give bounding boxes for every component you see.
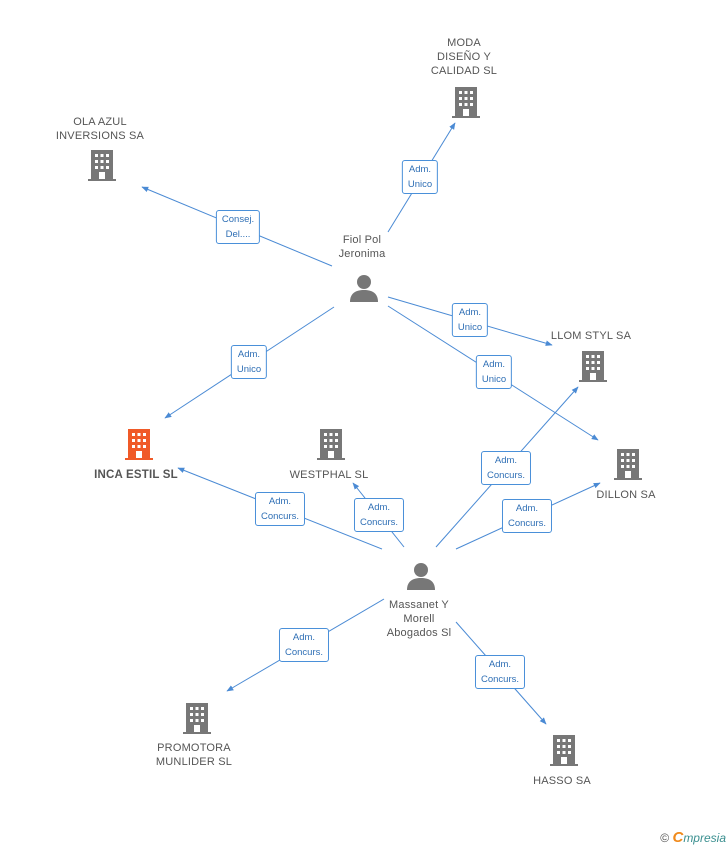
edge-label-massanet-to-westphal[interactable]: Adm. Concurs.	[353, 498, 405, 532]
brand-logo-initial: C	[672, 829, 684, 846]
node-label-dillon[interactable]: DILLON SA	[596, 489, 656, 501]
node-label-moda[interactable]: MODA DISEÑO Y CALIDAD SL	[430, 37, 498, 77]
building-icon[interactable]	[87, 148, 117, 187]
building-icon[interactable]	[613, 447, 643, 486]
building-icon[interactable]	[124, 427, 154, 466]
building-icon[interactable]	[549, 733, 579, 772]
edge-label-fiol-to-dillon[interactable]: Adm. Unico	[475, 355, 513, 389]
node-label-promotora[interactable]: PROMOTORA MUNLIDER SL	[155, 742, 233, 768]
edge-label-fiol-to-inca[interactable]: Adm. Unico	[230, 345, 268, 379]
footer-brand: © Cmpresia	[660, 829, 726, 846]
person-icon[interactable]	[349, 274, 379, 307]
edge-label-massanet-to-promotora[interactable]: Adm. Concurs.	[278, 628, 330, 662]
edge-label-massanet-to-dillon[interactable]: Adm. Concurs.	[501, 499, 553, 533]
copyright-symbol: ©	[660, 831, 670, 845]
node-label-massanet[interactable]: Massanet Y Morell Abogados Sl	[386, 599, 452, 639]
building-icon[interactable]	[182, 701, 212, 740]
node-label-westphal[interactable]: WESTPHAL SL	[289, 469, 369, 481]
node-label-hasso[interactable]: HASSO SA	[533, 775, 591, 787]
node-label-llom[interactable]: LLOM STYL SA	[550, 330, 632, 342]
brand-logo-text: mpresia	[683, 831, 726, 845]
edge-label-fiol-to-llom[interactable]: Adm. Unico	[451, 303, 489, 337]
node-label-fiol[interactable]: Fiol Pol Jeronima	[338, 234, 386, 260]
building-icon[interactable]	[316, 427, 346, 466]
node-label-inca[interactable]: INCA ESTIL SL	[94, 469, 178, 481]
building-icon[interactable]	[578, 349, 608, 388]
person-icon[interactable]	[406, 562, 436, 595]
edge-label-massanet-to-inca[interactable]: Adm. Concurs.	[254, 492, 306, 526]
edge-label-fiol-to-moda[interactable]: Adm. Unico	[401, 160, 439, 194]
node-label-ola[interactable]: OLA AZUL INVERSIONS SA	[55, 116, 145, 142]
edge-label-fiol-to-ola[interactable]: Consej. Del....	[215, 210, 261, 244]
building-icon[interactable]	[451, 85, 481, 124]
edge-label-massanet-to-hasso[interactable]: Adm. Concurs.	[474, 655, 526, 689]
edge-label-massanet-to-llom[interactable]: Adm. Concurs.	[480, 451, 532, 485]
